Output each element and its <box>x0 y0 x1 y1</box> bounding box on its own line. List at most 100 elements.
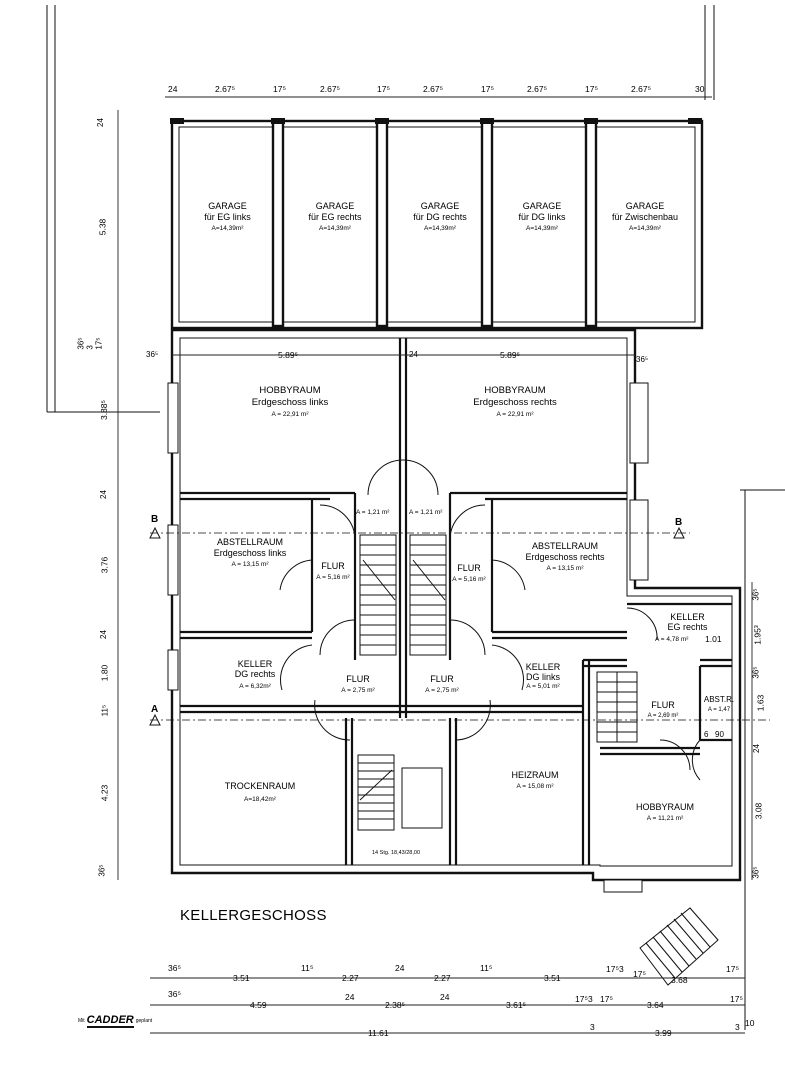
room-name: GARAGE <box>208 201 247 211</box>
room-subtitle: DG links <box>525 672 560 682</box>
room-subtitle: Erdgeschoss rechts <box>525 552 605 562</box>
room-name: GARAGE <box>420 201 460 211</box>
site-outline <box>46 5 785 1030</box>
room-subtitle: für DG links <box>518 212 566 222</box>
stair-upper-right <box>409 534 447 656</box>
room-area: A = 13,15 m² <box>231 561 269 568</box>
room-area: A = 5,16 m² <box>452 576 486 583</box>
dim-text: 17⁵ <box>726 964 739 974</box>
room-subtitle: EG rechts <box>667 622 708 632</box>
dim-text: 1.01 <box>705 634 722 644</box>
dim-text: 2.27 <box>434 973 451 983</box>
room-area: A = 6,32m² <box>239 683 271 690</box>
room-name: FLUR <box>346 674 370 684</box>
room-name: KELLER <box>525 662 561 672</box>
section-label-a-left: A <box>151 704 159 715</box>
room-area: A = 22,91 m² <box>271 411 309 418</box>
dim-text: 3.88⁵ <box>99 399 110 421</box>
dim-text: 36⁵ <box>751 866 761 879</box>
dim-text: 24 <box>440 992 450 1002</box>
room-subtitle: Erdgeschoss links <box>251 397 329 408</box>
dim-text: 36⁵ <box>751 666 761 679</box>
room-name: HEIZRAUM <box>511 770 559 780</box>
room-name: ABST.R. <box>703 695 735 704</box>
dim-text: 3 <box>735 1022 740 1032</box>
room-name: GARAGE <box>522 201 562 211</box>
room-keller-dg-links: KELLER DG links A = 5,01 m² <box>508 662 578 692</box>
dim-text: 24 <box>345 992 355 1002</box>
room-abstr: ABST.R. A = 1,47 <box>700 694 738 716</box>
room-keller-dg-rechts: KELLER DG rechts A = 6,32m² <box>220 659 290 692</box>
garage-4: GARAGE für DG links A=14,39m² <box>502 201 582 234</box>
room-subtitle: für EG rechts <box>308 212 362 222</box>
dim-text: 3.08 <box>753 802 764 820</box>
dim-text: 11⁵ <box>301 963 314 973</box>
room-area: A = 1,21 m² <box>409 509 443 516</box>
room-area: A=18,42m² <box>244 796 276 803</box>
room-name: FLUR <box>430 674 454 684</box>
room-area: A=14,39m² <box>629 225 661 232</box>
room-keller-eg-rechts: KELLER EG rechts <box>660 612 715 632</box>
dim-text: 2.67⁵ <box>423 84 444 94</box>
room-subtitle: DG rechts <box>234 669 276 679</box>
room-area: A = 5,16 m² <box>316 574 350 581</box>
room-heizraum: HEIZRAUM A = 15,08 m² <box>490 770 580 792</box>
room-area: A = 2,69 m² <box>647 713 679 719</box>
dim-text: 3.61⁵ <box>506 1000 527 1010</box>
room-name: FLUR <box>321 561 345 571</box>
room-trockenraum: TROCKENRAUM A=18,42m² <box>215 780 305 806</box>
dim-text: 36⁵ 3 17⁵ <box>76 337 104 350</box>
door-swings <box>279 459 701 781</box>
room-name: KELLER <box>237 659 273 669</box>
dim-text: 17⁵ <box>377 84 390 94</box>
room-name: KELLER <box>670 612 705 622</box>
dim-text: 30 <box>695 84 705 94</box>
room-area: A = 4,78 m² <box>655 636 689 643</box>
garage-5: GARAGE für Zwischenbau A=14,39m² <box>600 201 690 234</box>
dim-text: 2.38⁵ <box>385 1000 406 1010</box>
room-name: HOBBYRAUM <box>484 385 546 396</box>
dim-text: 17⁵ <box>585 84 598 94</box>
dim-text: 6 <box>704 730 709 739</box>
dim-text: 24 <box>409 350 418 359</box>
dim-text: 11⁵ <box>100 704 110 717</box>
dim-text: 1.95³ <box>752 625 763 645</box>
dim-text: 2.67⁵ <box>527 84 548 94</box>
dim-text: 3.51 <box>233 973 250 983</box>
outdoor-stair <box>639 907 719 986</box>
dim-text: 4.23 <box>99 784 110 802</box>
room-subtitle: für Zwischenbau <box>611 212 679 222</box>
room-area: A = 1,21 m² <box>356 509 390 516</box>
stair-upper-left <box>359 534 397 656</box>
room-subtitle: für DG rechts <box>413 212 467 222</box>
room-area: A=14,39m² <box>526 225 558 232</box>
room-abstell-right: ABSTELLRAUM Erdgeschoss rechts A = 13,15… <box>510 541 620 574</box>
dim-text: 90 <box>715 730 724 739</box>
dim-text: 2.27 <box>342 973 359 983</box>
room-abstell-left: ABSTELLRAUM Erdgeschoss links A = 13,15 … <box>200 537 300 570</box>
dim-text: 2.67⁵ <box>215 84 236 94</box>
room-area: A = 13,15 m² <box>546 565 584 572</box>
room-name: GARAGE <box>625 201 665 211</box>
stair-note: 14 Stg. 18,43/28,00 <box>372 850 421 856</box>
room-name: FLUR <box>651 700 675 710</box>
dim-text: 36⁵ <box>168 989 181 999</box>
dim-text: 24 <box>95 118 105 127</box>
section-label-b-right: B <box>675 517 683 528</box>
room-area: A = 1,47 <box>707 707 731 713</box>
stair-lower <box>357 754 443 831</box>
room-hobby-left: HOBBYRAUM Erdgeschoss links A = 22,91 m² <box>240 385 340 421</box>
room-hobby-annex: HOBBYRAUM A = 11,21 m² <box>620 802 710 824</box>
dim-text: 24 <box>168 84 178 94</box>
dim-text: 36⁵ <box>751 588 761 601</box>
room-flur-lower-left: FLUR A = 2,75 m² <box>333 674 383 696</box>
dim-text: 11.61 <box>368 1028 389 1038</box>
room-name: FLUR <box>457 563 481 573</box>
cadder-logo: Mit CADDER geplant <box>78 1014 152 1028</box>
dim-text: 36⁵ <box>636 355 649 364</box>
dim-text: 11⁵ <box>480 963 493 973</box>
dim-text: 10 <box>745 1018 755 1028</box>
dim-text: 5.89⁵ <box>278 350 299 360</box>
dim-text: 17⁵ <box>633 969 646 979</box>
